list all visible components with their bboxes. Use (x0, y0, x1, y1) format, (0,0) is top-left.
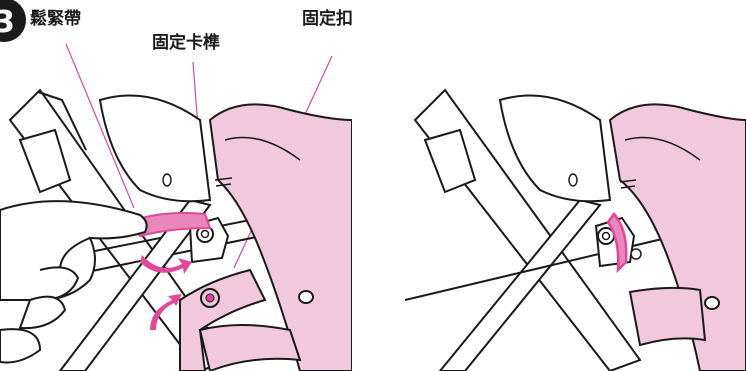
elastic-strap (128, 212, 212, 238)
leader-strap (65, 43, 135, 209)
left-illustration (0, 88, 352, 371)
step-number: 3 (0, 5, 15, 40)
callout-latch-label: 固定卡榫 (152, 32, 220, 53)
elastic-strap-looped (606, 212, 628, 274)
right-illustration (405, 88, 746, 371)
hand (0, 200, 148, 364)
buckle (200, 288, 220, 308)
callout-strap-label: 鬆緊帶 (30, 8, 81, 29)
latch-secured (594, 212, 642, 274)
callout-buckle-label: 固定扣 (302, 8, 353, 29)
motion-arrows (140, 255, 192, 330)
step-badge: 3 (0, 0, 26, 42)
